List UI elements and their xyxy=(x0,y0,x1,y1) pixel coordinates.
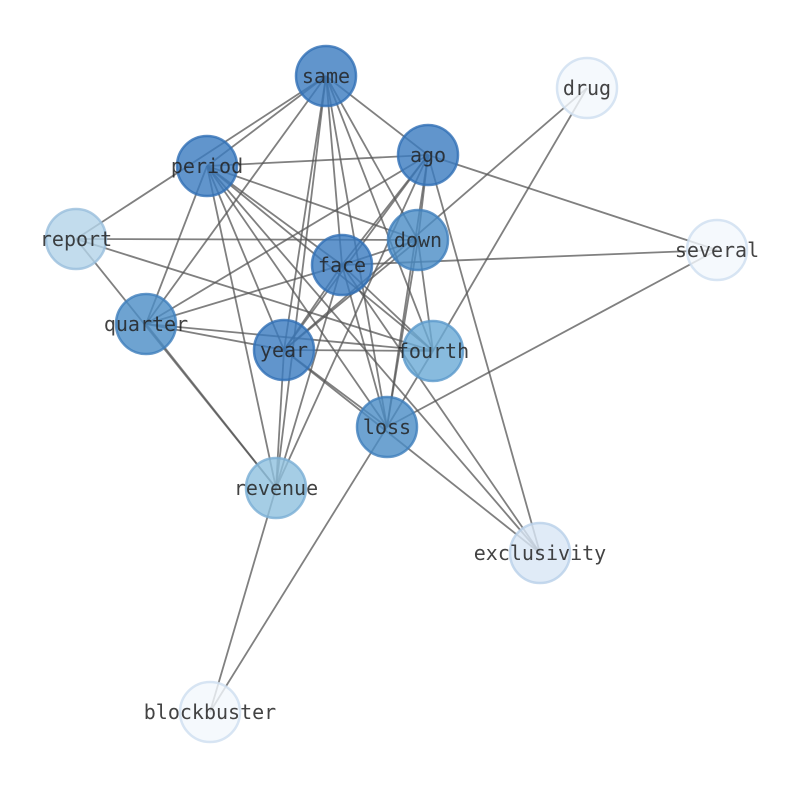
node-circle[interactable] xyxy=(401,319,465,383)
node-label: year xyxy=(260,338,308,362)
node-circle[interactable] xyxy=(175,134,239,198)
node-circle[interactable] xyxy=(396,123,460,187)
node-loss[interactable]: loss xyxy=(355,395,419,459)
node-label: exclusivity xyxy=(474,541,606,565)
node-label: fourth xyxy=(397,339,469,363)
node-circle[interactable] xyxy=(294,44,358,108)
edge-period-exclusivity xyxy=(206,165,541,554)
node-fourth[interactable]: fourth xyxy=(397,319,469,383)
node-down[interactable]: down xyxy=(386,208,450,272)
edge-fourth-drug xyxy=(432,87,588,352)
node-circle[interactable] xyxy=(555,56,619,120)
edge-same-revenue xyxy=(275,75,327,489)
node-circle[interactable] xyxy=(508,521,572,585)
nodes-layer: same drug ago period report down several face qu… xyxy=(40,44,759,744)
edge-period-revenue xyxy=(206,165,277,489)
edge-same-fourth xyxy=(325,75,434,352)
node-circle[interactable] xyxy=(252,318,316,382)
node-blockbuster[interactable]: blockbuster xyxy=(144,680,276,744)
node-quarter[interactable]: quarter xyxy=(104,292,188,356)
node-exclusivity[interactable]: exclusivity xyxy=(474,521,606,585)
node-label: down xyxy=(394,228,442,252)
node-label: face xyxy=(318,253,366,277)
node-report[interactable]: report xyxy=(40,207,112,271)
edge-revenue-blockbuster xyxy=(209,487,277,713)
edge-loss-several xyxy=(386,249,718,428)
edge-period-down xyxy=(206,165,419,241)
edge-same-face xyxy=(325,75,343,266)
node-label: same xyxy=(302,64,350,88)
edge-ago-several xyxy=(427,154,718,251)
node-face[interactable]: face xyxy=(310,233,374,297)
edge-face-revenue xyxy=(275,264,343,489)
node-label: period xyxy=(171,154,243,178)
edge-report-down xyxy=(75,238,419,241)
node-label: report xyxy=(40,227,112,251)
edge-period-year xyxy=(206,165,285,351)
edge-period-loss xyxy=(206,165,388,428)
node-revenue[interactable]: revenue xyxy=(234,456,318,520)
node-ago[interactable]: ago xyxy=(396,123,460,187)
edge-same-year xyxy=(283,75,327,351)
edge-loss-blockbuster xyxy=(209,426,388,713)
node-label: blockbuster xyxy=(144,700,276,724)
edge-down-loss xyxy=(386,239,419,428)
node-label: loss xyxy=(363,415,411,439)
edge-ago-exclusivity xyxy=(427,154,541,554)
node-several[interactable]: several xyxy=(675,218,759,282)
node-circle[interactable] xyxy=(355,395,419,459)
node-period[interactable]: period xyxy=(171,134,243,198)
edge-report-fourth xyxy=(75,238,434,352)
node-same[interactable]: same xyxy=(294,44,358,108)
node-circle[interactable] xyxy=(244,456,308,520)
node-drug[interactable]: drug xyxy=(555,56,619,120)
node-circle[interactable] xyxy=(114,292,178,356)
edge-quarter-revenue xyxy=(145,323,277,489)
edge-ago-revenue xyxy=(275,154,429,489)
node-circle[interactable] xyxy=(310,233,374,297)
edge-face-exclusivity xyxy=(341,264,541,554)
node-label: drug xyxy=(563,76,611,100)
node-circle[interactable] xyxy=(386,208,450,272)
node-label: ago xyxy=(410,143,446,167)
edge-year-exclusivity xyxy=(283,349,541,554)
node-label: several xyxy=(675,238,759,262)
node-label: revenue xyxy=(234,476,318,500)
edge-period-ago xyxy=(206,154,429,167)
edge-face-quarter xyxy=(145,264,343,325)
node-label: quarter xyxy=(104,312,188,336)
node-year[interactable]: year xyxy=(252,318,316,382)
node-circle[interactable] xyxy=(44,207,108,271)
node-circle[interactable] xyxy=(178,680,242,744)
node-circle[interactable] xyxy=(685,218,749,282)
